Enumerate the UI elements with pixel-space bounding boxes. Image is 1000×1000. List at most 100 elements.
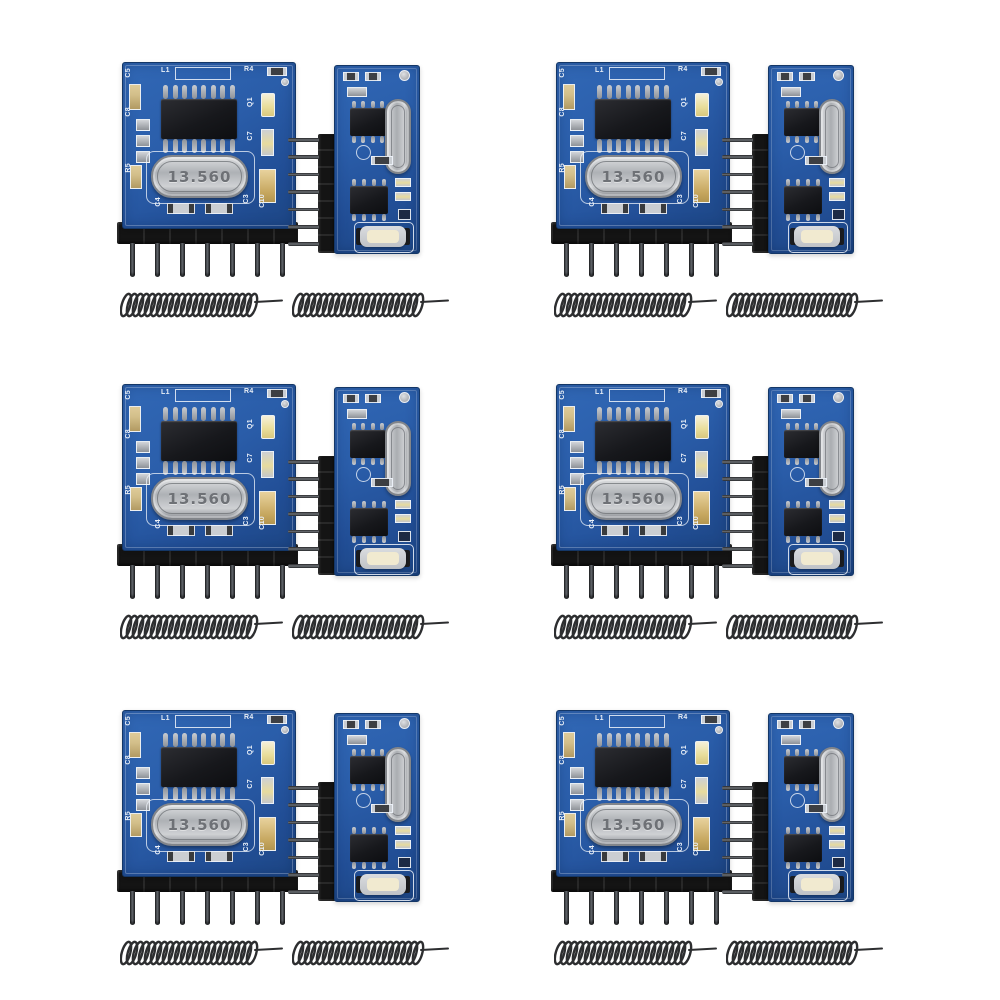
smd-resistor — [343, 72, 359, 81]
ic-pins-bottom — [597, 461, 669, 475]
silkscreen-label-q1: Q1 — [681, 745, 688, 755]
ic-pin — [663, 787, 669, 801]
smd-resistor — [205, 851, 233, 862]
ic-pin — [352, 101, 356, 108]
ic-chip — [595, 85, 671, 153]
smd-capacitor — [395, 178, 411, 187]
smd-jumper — [570, 119, 584, 131]
solder-pad — [715, 400, 723, 408]
solder-pad — [281, 726, 289, 734]
ic-pin — [201, 139, 207, 153]
pin — [130, 891, 135, 925]
silkscreen-label-q1: Q1 — [247, 97, 254, 107]
ic-chip — [350, 179, 388, 221]
silkscreen-label-c7: C7 — [681, 779, 688, 789]
ic-pin — [163, 733, 168, 747]
smd-inductor — [794, 548, 840, 569]
ic-pin — [163, 407, 168, 421]
smd-resistor — [701, 389, 721, 398]
smd-capacitor — [781, 735, 801, 745]
pin — [230, 891, 235, 925]
pin — [589, 891, 594, 925]
silkscreen-circle — [356, 467, 371, 482]
silkscreen-label-r4: R4 — [678, 388, 688, 395]
ic-pins-bottom — [786, 136, 818, 143]
silkscreen-label-c4: C4 — [155, 197, 162, 207]
ic-pins-bottom — [786, 784, 818, 791]
silkscreen-label-c10: C10 — [693, 516, 700, 530]
ic-pin — [663, 461, 669, 475]
pin — [722, 494, 753, 499]
silkscreen-label-q1: Q1 — [247, 419, 254, 429]
ic-pin — [654, 733, 660, 747]
solder-pad — [715, 726, 723, 734]
ic-chip — [350, 501, 388, 543]
ic-pin — [616, 733, 622, 747]
pin — [288, 460, 319, 464]
pin — [722, 190, 753, 194]
ic-pin — [786, 749, 790, 756]
ic-pin — [804, 423, 809, 430]
pin — [205, 243, 210, 277]
smd-jumper — [136, 135, 150, 147]
smd-resistor — [601, 525, 629, 536]
silkscreen-circle — [790, 145, 805, 160]
silkscreen-box — [354, 544, 414, 575]
pin — [722, 207, 753, 212]
silkscreen-label-c8: C8 — [125, 107, 132, 117]
ic-pin — [191, 787, 197, 801]
ic-pin — [813, 136, 818, 143]
pin — [288, 803, 319, 807]
ic-pin — [370, 423, 375, 430]
pin — [180, 565, 185, 599]
ic-pin — [786, 458, 790, 465]
smd-resistor — [267, 389, 287, 398]
ic-pin — [210, 787, 216, 801]
pin — [288, 547, 319, 551]
silkscreen-box — [788, 544, 848, 575]
ic-pins-bottom — [352, 214, 386, 221]
solder-pad — [833, 392, 844, 403]
solder-pad — [715, 78, 723, 86]
pin — [589, 565, 594, 599]
ic-chip — [161, 733, 237, 801]
smd-capacitor — [261, 777, 274, 804]
smd-capacitor — [564, 813, 576, 837]
ic-pins-top — [786, 179, 820, 186]
smd-capacitor — [347, 735, 367, 745]
silkscreen-label-l1: L1 — [161, 715, 170, 722]
ic-pin — [635, 461, 641, 475]
ic-pins-bottom — [352, 536, 386, 543]
ic-pin — [796, 862, 800, 869]
pin — [722, 225, 753, 229]
pin — [722, 786, 753, 790]
ic-pin — [220, 461, 226, 475]
pin — [288, 155, 319, 159]
solder-pad — [281, 400, 289, 408]
ic-chip — [350, 827, 388, 869]
ic-pin — [786, 136, 790, 143]
pcb-large: C5 L1 R4 C8 R5 Q1 C7 13.560 — [556, 384, 730, 551]
ic-pin — [210, 733, 216, 747]
ic-pins-bottom — [786, 862, 820, 869]
ic-pin — [352, 862, 356, 869]
led-smd — [261, 415, 275, 439]
silkscreen-crystal-outline — [580, 799, 689, 852]
ic-pin — [201, 461, 207, 475]
ic-pin — [597, 461, 602, 475]
smd-capacitor — [829, 192, 845, 201]
ic-pin — [663, 85, 669, 99]
ic-chip — [161, 407, 237, 475]
silkscreen-box-l1 — [175, 389, 231, 402]
ic-pin — [806, 536, 810, 543]
ic-pin — [379, 101, 384, 108]
smd-inductor — [360, 548, 406, 569]
smd-jumper — [136, 457, 150, 469]
smd-capacitor — [395, 840, 411, 849]
smd-resistor — [167, 525, 195, 536]
smd-resistor — [371, 478, 393, 487]
silkscreen-label-c7: C7 — [247, 131, 254, 141]
ic-pins-bottom — [163, 139, 235, 153]
smd-resistor — [205, 525, 233, 536]
ic-pins-top — [786, 423, 818, 430]
